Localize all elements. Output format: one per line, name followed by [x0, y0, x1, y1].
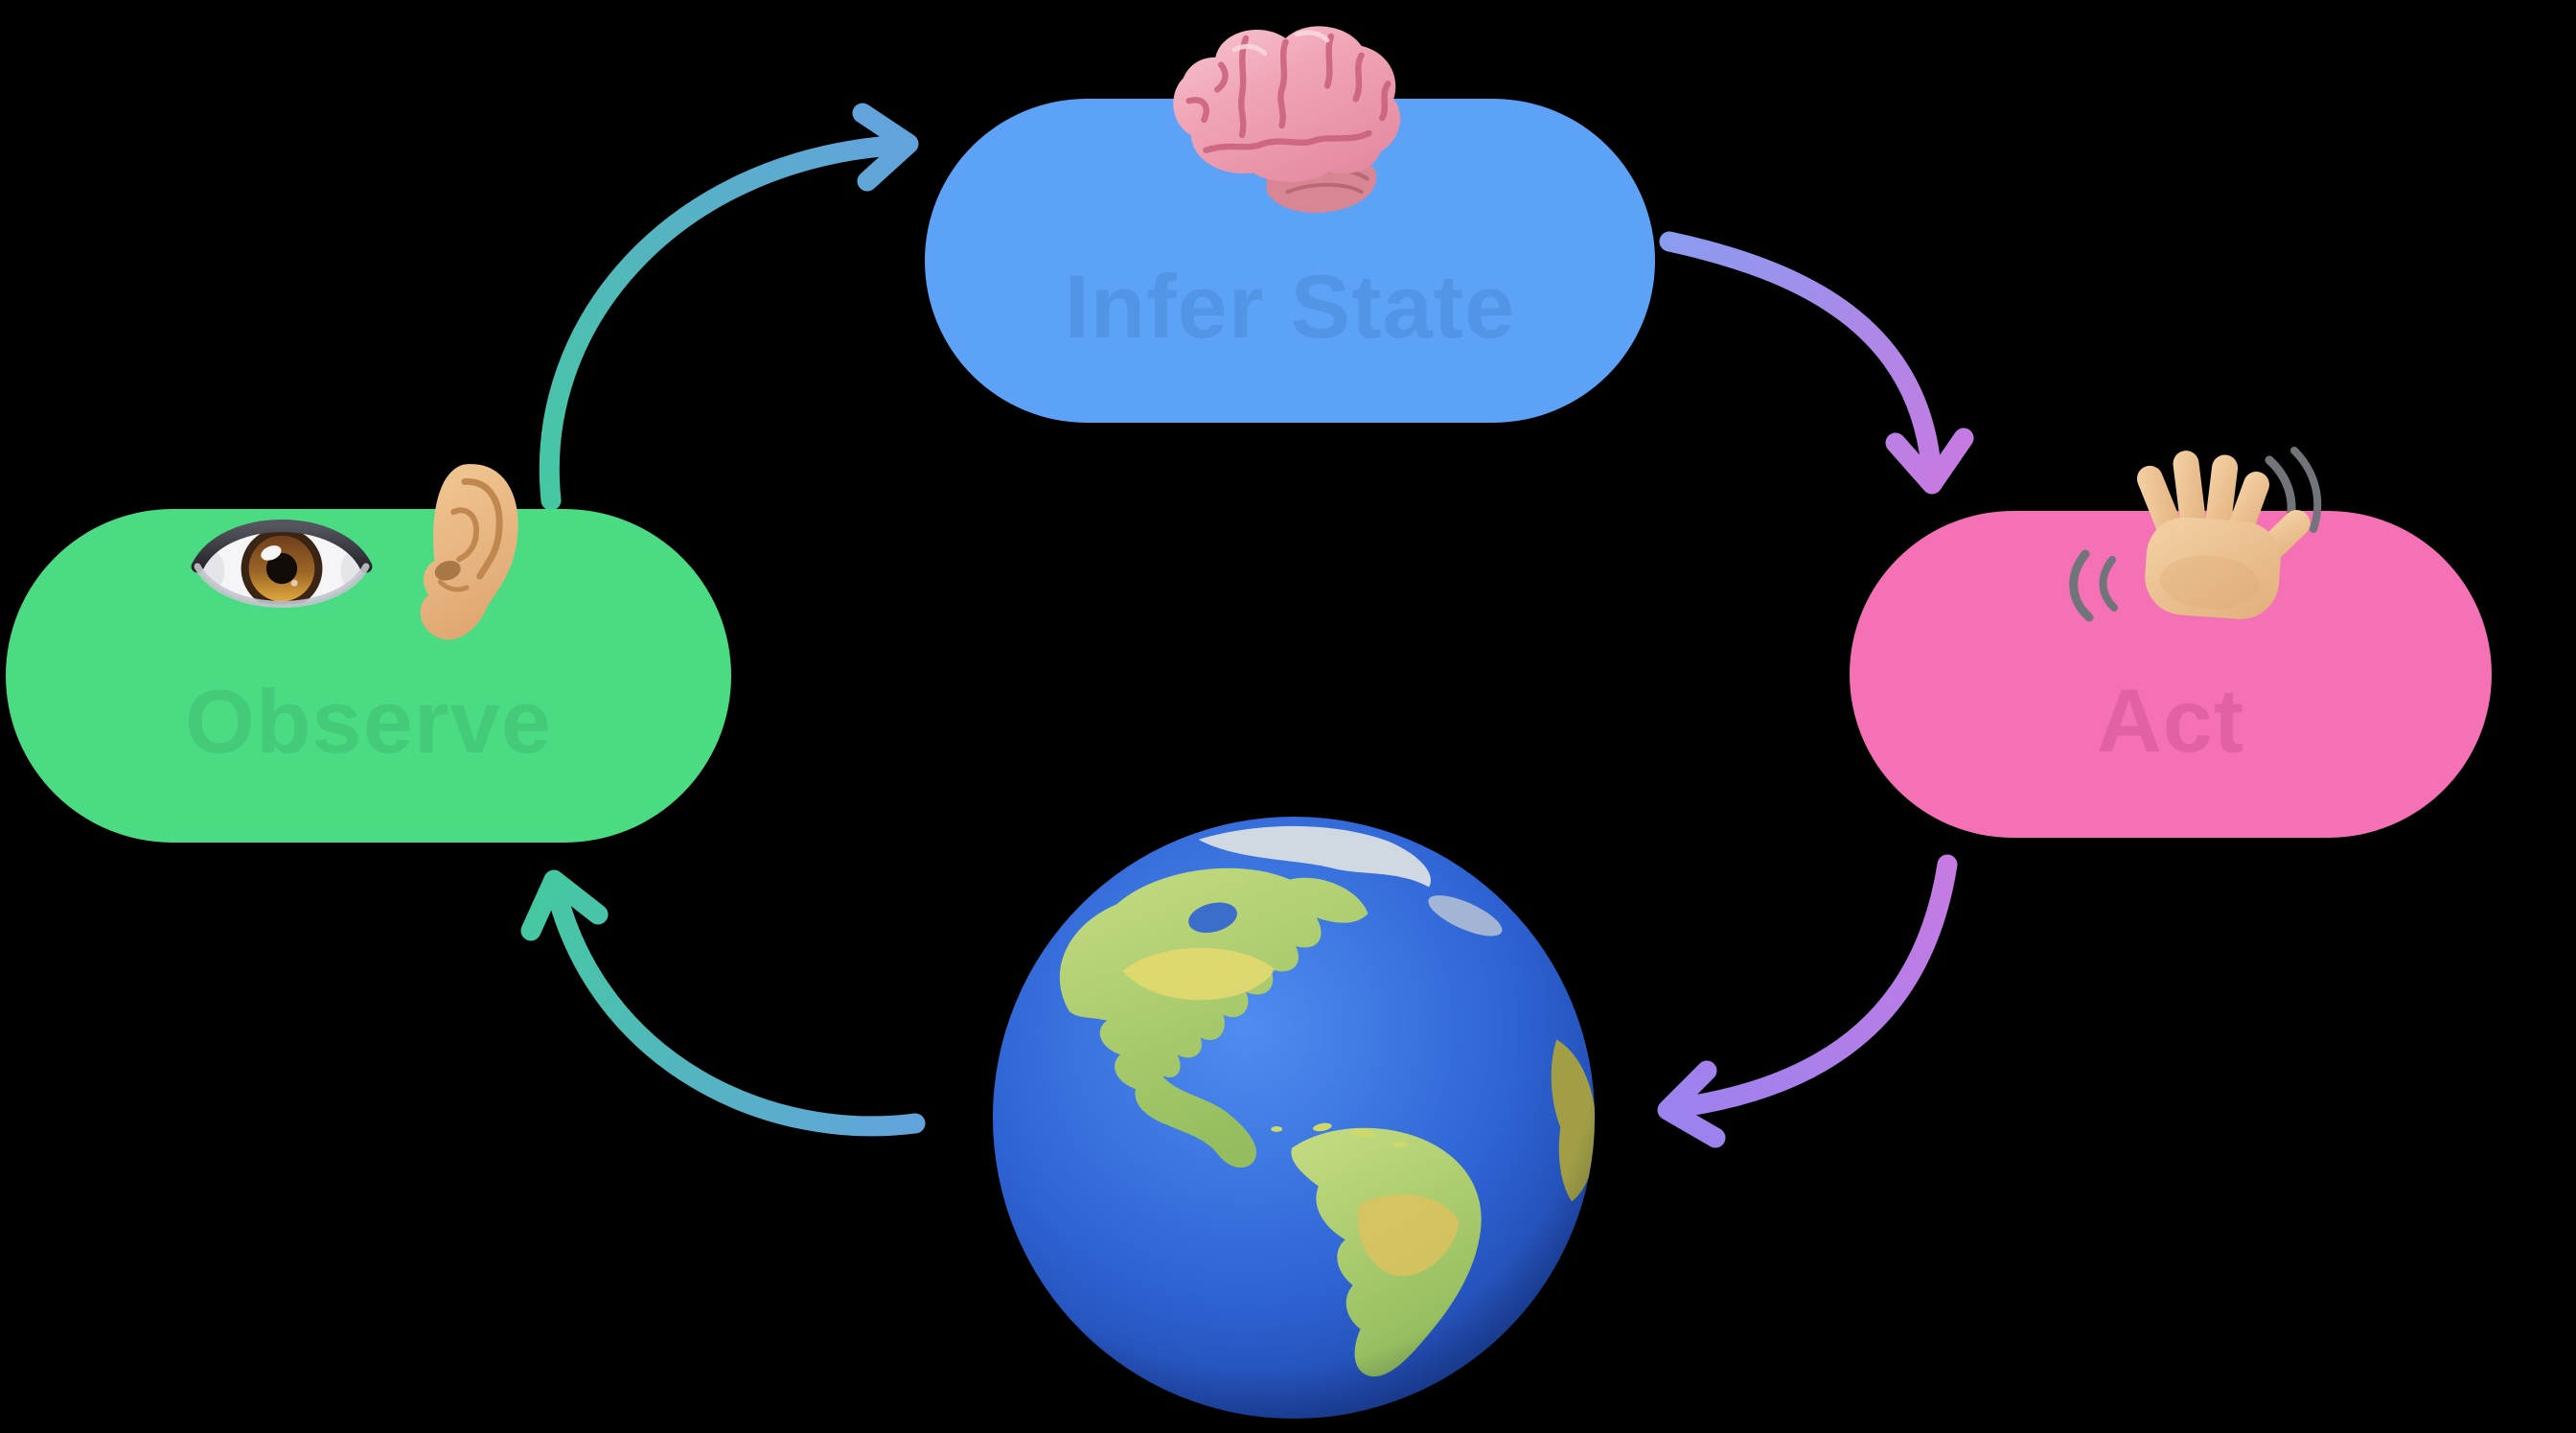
arrow-infer-to-act: [1659, 231, 1974, 495]
arrow-observe-to-infer: [539, 103, 919, 511]
arrow-world-to-observe: [520, 869, 926, 1137]
ear-icon: [420, 464, 518, 640]
globe-americas-icon: [992, 816, 1596, 1420]
arrow-act-to-world: [1657, 854, 1958, 1148]
brain-icon: [1173, 26, 1401, 213]
motion-lines: [2069, 447, 2322, 622]
node-observe-label: Observe: [184, 671, 553, 772]
node-infer-state-label: Infer State: [1064, 256, 1516, 357]
node-observe: Observe: [6, 509, 731, 843]
waving-hand-icon: [2069, 447, 2322, 622]
node-act-label: Act: [2096, 669, 2245, 771]
eye-icon: [191, 520, 373, 608]
node-infer-state: Infer State: [925, 99, 1655, 423]
